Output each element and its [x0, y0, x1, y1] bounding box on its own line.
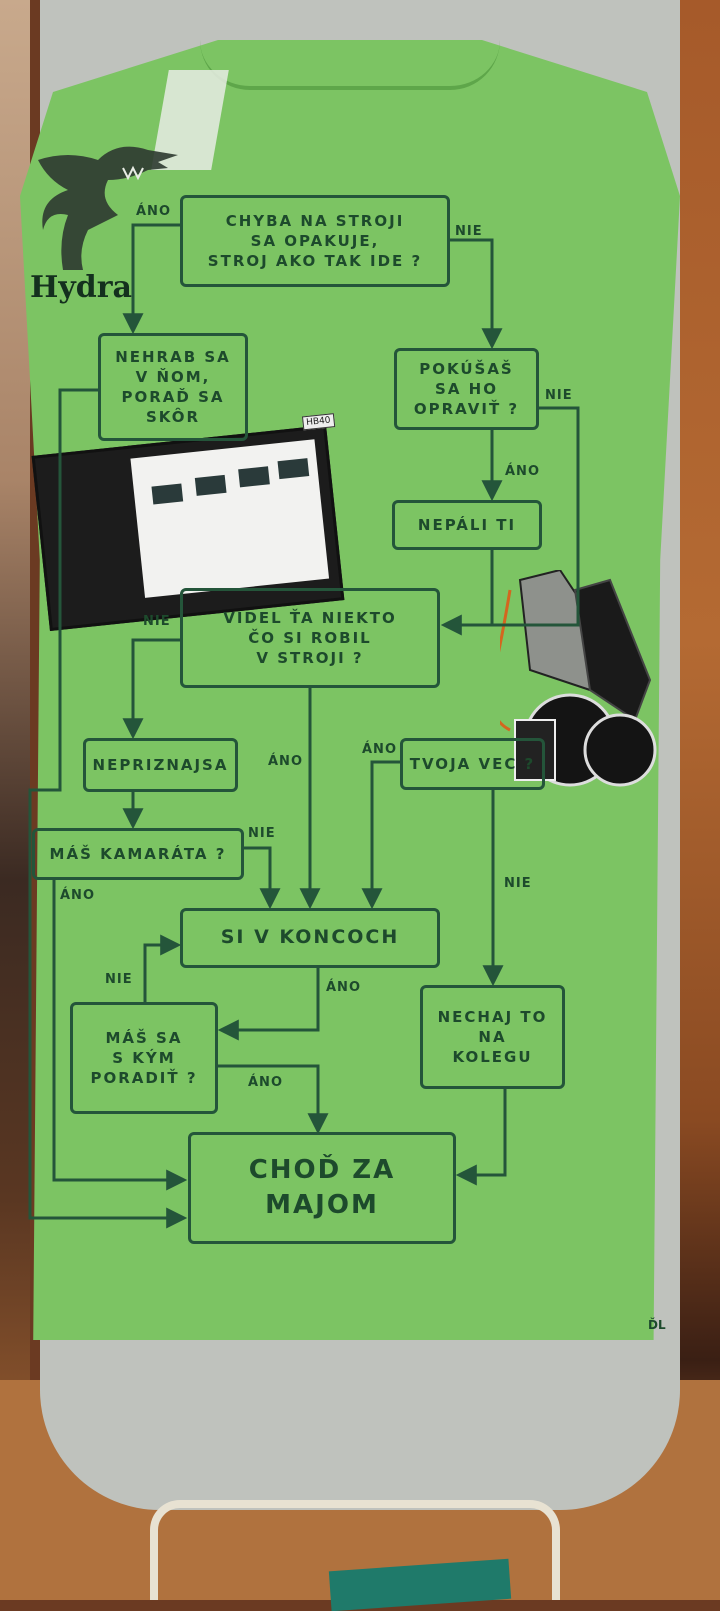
node-line: NEPRIZNAJSA	[92, 755, 229, 774]
node-line: MÁŠ KAMARÁTA ?	[49, 844, 227, 863]
node-nehrab: NEHRAB SA V ŇOM, PORAĎ SA SKÔR	[98, 333, 248, 441]
edge-kamarat-majom	[52, 880, 188, 1191]
edge-poradit-majom	[217, 1064, 329, 1135]
edge-label-start-no: NIE	[455, 224, 483, 239]
node-koncoch: SI V KONCOCH	[180, 908, 440, 968]
edge-videl-nepriznaj	[122, 638, 180, 740]
edge-koncoch-poradit	[217, 968, 320, 1041]
node-pokusas: POKÚŠAŠ SA HO OPRAVIŤ ?	[394, 348, 539, 430]
edge-nehrab-majom	[28, 388, 188, 1229]
node-tvoja: TVOJA VEC ?	[400, 738, 545, 790]
node-line: VIDEL ŤA NIEKTO	[223, 608, 397, 627]
node-line: NEHRAB SA	[115, 347, 231, 366]
node-line: TVOJA VEC ?	[409, 754, 536, 773]
edge-start-nehrab	[122, 223, 180, 335]
edge-pokusas-videl	[440, 406, 580, 636]
node-line: S KÝM	[112, 1048, 176, 1067]
node-line: SKÔR	[145, 408, 201, 427]
node-nepali: NEPÁLI TI	[392, 500, 542, 550]
edge-label-tvoja-yes: ÁNO	[362, 742, 397, 757]
node-line: MAJOM	[265, 1190, 379, 1220]
node-line: CHYBA NA STROJI	[225, 211, 405, 230]
node-line: SI V KONCOCH	[220, 926, 400, 949]
edge-kamarat-koncoch	[242, 846, 281, 910]
node-line: POKÚŠAŠ	[419, 359, 514, 378]
node-line: NEPÁLI TI	[417, 515, 517, 534]
node-line: ČO SI ROBIL	[248, 628, 372, 647]
edge-label-poradit-yes: ÁNO	[248, 1075, 283, 1090]
node-line: NECHAJ TO	[437, 1007, 548, 1026]
ironing-board-stand	[150, 1500, 560, 1600]
node-nepriznaj: NEPRIZNAJSA	[83, 738, 238, 792]
node-line: SA OPAKUJE,	[250, 231, 380, 250]
node-line: STROJ AKO TAK IDE ?	[207, 252, 423, 271]
node-line: V STROJI ?	[256, 649, 364, 668]
machine-illustration-right	[500, 570, 657, 787]
node-line: OPRAVIŤ ?	[413, 400, 520, 419]
background-wall-right	[680, 0, 720, 1600]
edge-label-tvoja-no: NIE	[504, 876, 532, 891]
artist-signature: ĎL	[648, 1318, 666, 1332]
edge-label-koncoch-yes: ÁNO	[326, 980, 361, 995]
node-poradit: MÁŠ SA S KÝM PORADIŤ ?	[70, 1002, 218, 1114]
tshirt-collar	[200, 40, 500, 90]
edge-kolega-majom	[455, 1088, 507, 1186]
edge-poradit-koncoch	[143, 934, 182, 1002]
node-videl: VIDEL ŤA NIEKTO ČO SI ROBIL V STROJI ?	[180, 588, 440, 688]
node-line: SA HO	[435, 379, 498, 398]
edge-start-pokusas	[448, 238, 503, 350]
edge-label-pokusas-yes: ÁNO	[505, 464, 540, 479]
node-majom: CHOĎ ZA MAJOM	[188, 1132, 456, 1244]
node-line: MÁŠ SA	[105, 1028, 183, 1047]
edge-label-kamarat-yes: ÁNO	[60, 888, 95, 903]
edge-label-videl-yes: ÁNO	[268, 754, 303, 769]
node-line: PORADIŤ ?	[90, 1069, 198, 1088]
edge-label-kamarat-no: NIE	[248, 826, 276, 841]
node-line: PORAĎ SA	[121, 388, 225, 406]
edge-label-poradit-no: NIE	[105, 972, 133, 987]
node-kolega: NECHAJ TO NA KOLEGU	[420, 985, 565, 1089]
dragon-icon	[38, 146, 178, 270]
node-line: NA	[478, 1027, 507, 1046]
edge-tvoja-koncoch	[361, 760, 400, 910]
edge-label-start-yes: ÁNO	[136, 204, 171, 219]
node-line: CHOĎ ZA	[248, 1154, 396, 1185]
brand-logo-text: Hydra	[30, 270, 132, 305]
node-line: KOLEGU	[452, 1048, 533, 1067]
node-kamarat: MÁŠ KAMARÁTA ?	[32, 828, 244, 880]
edge-label-pokusas-no: NIE	[545, 388, 573, 403]
node-start-question: CHYBA NA STROJI SA OPAKUJE, STROJ AKO TA…	[180, 195, 450, 287]
tshirt	[20, 40, 680, 1340]
edge-label-videl-no: NIE	[143, 614, 171, 629]
node-line: V ŇOM,	[135, 367, 211, 386]
